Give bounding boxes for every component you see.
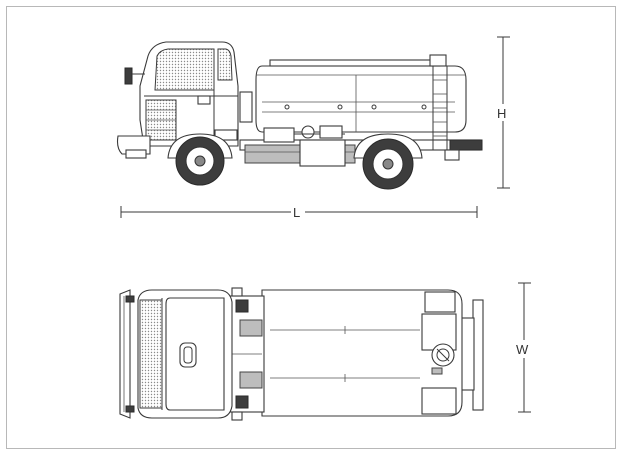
truck-top-view [119,287,484,421]
length-label: L [293,205,300,220]
rear-wheel [353,133,423,190]
length-dimension: L [120,205,478,220]
width-dimension: W [516,282,531,413]
cab-side [116,41,239,159]
width-label: W [516,342,529,357]
truck-side-view [116,41,483,190]
height-dimension: H [497,36,510,189]
cab-top [119,287,243,421]
front-wheel [167,133,233,186]
tank-top [261,289,463,417]
tank-side [255,54,483,161]
height-label: H [497,106,506,121]
